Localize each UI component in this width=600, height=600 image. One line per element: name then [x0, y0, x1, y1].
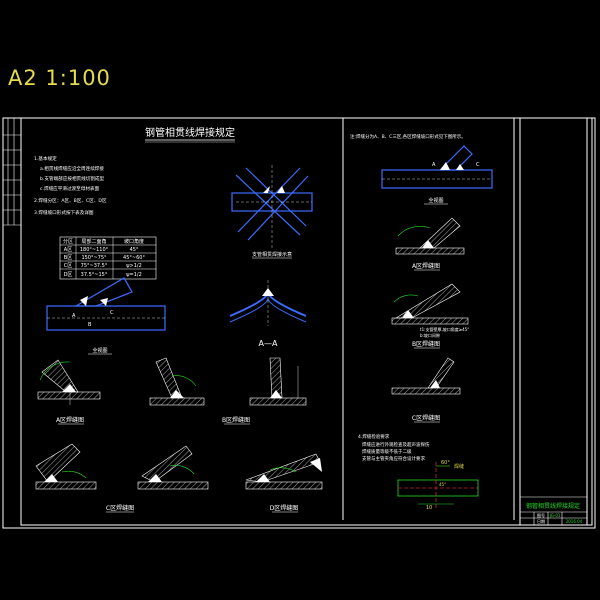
zone-b-weld-detail-1	[149, 357, 205, 406]
zone-b-weld-detail-2	[249, 357, 307, 406]
zone-c-weld-label: C区焊缝图	[106, 504, 134, 512]
section-aa	[229, 280, 307, 326]
table-cell: 180°~110°	[80, 247, 109, 253]
table-cell: 75°~37.5°	[81, 263, 108, 269]
zone-c-right-label: C区焊缝图	[412, 414, 440, 422]
notes-left: 1.基本规定 a.相贯线焊缝应沿全周连续焊接 b.支管端部应按相贯线切割成型 c…	[34, 155, 107, 216]
table-cell: 37.5°~15°	[81, 272, 108, 278]
drawing-title: 钢管相贯线焊接规定	[145, 126, 235, 139]
zone-b-weld-label: B区焊缝图	[222, 416, 250, 424]
table-cell: C区	[64, 263, 73, 269]
dimensioned-pipe: 60° 45° 10 焊缝	[397, 460, 479, 511]
table-cell: 45°~60°	[123, 255, 145, 261]
title-block-name: 钢管相贯线焊接规定	[526, 502, 580, 510]
full-view-left-label: 全视图	[92, 347, 107, 354]
svg-text:C: C	[110, 310, 114, 316]
right-bottom-note-2: 焊缝质量等级不低于二级	[362, 448, 412, 455]
note-left-2: b.支管端部应按相贯线切割成型	[40, 175, 105, 182]
title-block-row2-value: JG-01	[549, 513, 561, 518]
title-block-row3-value: 2016.04	[566, 519, 583, 524]
zone-c-weld-detail-2	[137, 445, 209, 490]
note-left-5: 3.焊缝坡口形式按下表及详图	[34, 209, 94, 216]
drawing-scale-label: A2 1:100	[8, 66, 111, 90]
zone-a-right-detail	[395, 217, 465, 255]
right-note-b2: b:坡口间隙	[420, 332, 440, 338]
right-bottom-notes: 4.焊缝检验要求 焊缝应进行外观检查及超声波探伤 焊缝质量等级不低于二级 支管与…	[358, 433, 430, 462]
svg-text:C: C	[476, 162, 480, 168]
angle-table: 分区 局部二面角 坡口角度 A区 180°~110° 45° B区 150°~7…	[59, 236, 157, 280]
right-bottom-note-1: 焊缝应进行外观检查及超声波探伤	[362, 441, 430, 448]
table-cell: 45°	[130, 247, 139, 253]
table-header-bevel: 坡口角度	[124, 238, 144, 245]
dim-angle: 60°	[441, 460, 450, 466]
binding-strip	[3, 118, 21, 226]
title-block	[519, 117, 588, 526]
table-cell: D区	[64, 272, 73, 278]
joint-diagram-label: 支管相贯焊接示意	[252, 251, 292, 258]
right-note-b: t1:支管壁厚,坡口角度≥45°	[420, 326, 469, 332]
zone-d-weld-detail	[245, 453, 323, 490]
note-left-3: c.焊缝应平滑过渡至母材表面	[40, 185, 100, 192]
svg-text:A: A	[432, 162, 436, 168]
zone-a-weld-label: A区焊缝图	[56, 416, 84, 424]
dim-label-green: 焊缝	[454, 463, 464, 470]
note-left-4: 2.焊缝分区：A区、B区、C区、D区	[34, 197, 107, 204]
right-bottom-heading: 4.焊缝检验要求	[358, 433, 390, 440]
zone-b-right-detail	[391, 283, 469, 325]
note-left-1: a.相贯线焊缝应沿全周连续焊接	[40, 165, 104, 172]
table-cell: ψ=1/2	[126, 272, 142, 278]
notes-left-heading: 1.基本规定	[34, 155, 57, 162]
table-cell: A区	[64, 247, 72, 253]
dim-angle-2: 45°	[439, 482, 446, 487]
section-aa-label: A—A	[259, 339, 278, 348]
zone-c-weld-detail-1	[35, 443, 97, 490]
svg-text:B: B	[88, 322, 92, 328]
inner-frame	[20, 117, 593, 526]
zone-d-weld-label: D区焊缝图	[270, 504, 299, 512]
zone-c-right-detail	[391, 357, 461, 395]
right-bottom-note-3: 支管与主管夹角应符合设计要求	[362, 455, 425, 462]
full-view-right: A C	[381, 145, 493, 189]
zone-a-right-label: A区焊缝图	[412, 262, 440, 270]
right-intro-note: 注:焊缝分为A、B、C三区,各区焊缝坡口形式见下图所示。	[350, 133, 466, 140]
full-view-right-label: 全视图	[428, 197, 443, 204]
x-joint-diagram	[231, 165, 313, 248]
title-block-row2: 图号	[537, 512, 545, 518]
zone-b-right-label: B区焊缝图	[412, 340, 440, 348]
table-cell: 150°~75°	[81, 255, 107, 261]
full-view-left: A B C	[46, 277, 166, 331]
table-cell: ψ>1/2	[126, 263, 142, 269]
table-header-zone: 分区	[63, 238, 73, 245]
title-block-content: 钢管相贯线焊接规定 图号 JG-01 日期 2016.04	[520, 496, 587, 525]
table-header-dihedral: 局部二面角	[81, 238, 106, 245]
table-cell: B区	[64, 255, 72, 261]
dim-distance: 10	[426, 505, 432, 511]
zone-a-weld-detail	[37, 359, 101, 405]
title-block-row3: 日期	[537, 518, 545, 524]
svg-text:A: A	[72, 313, 76, 319]
